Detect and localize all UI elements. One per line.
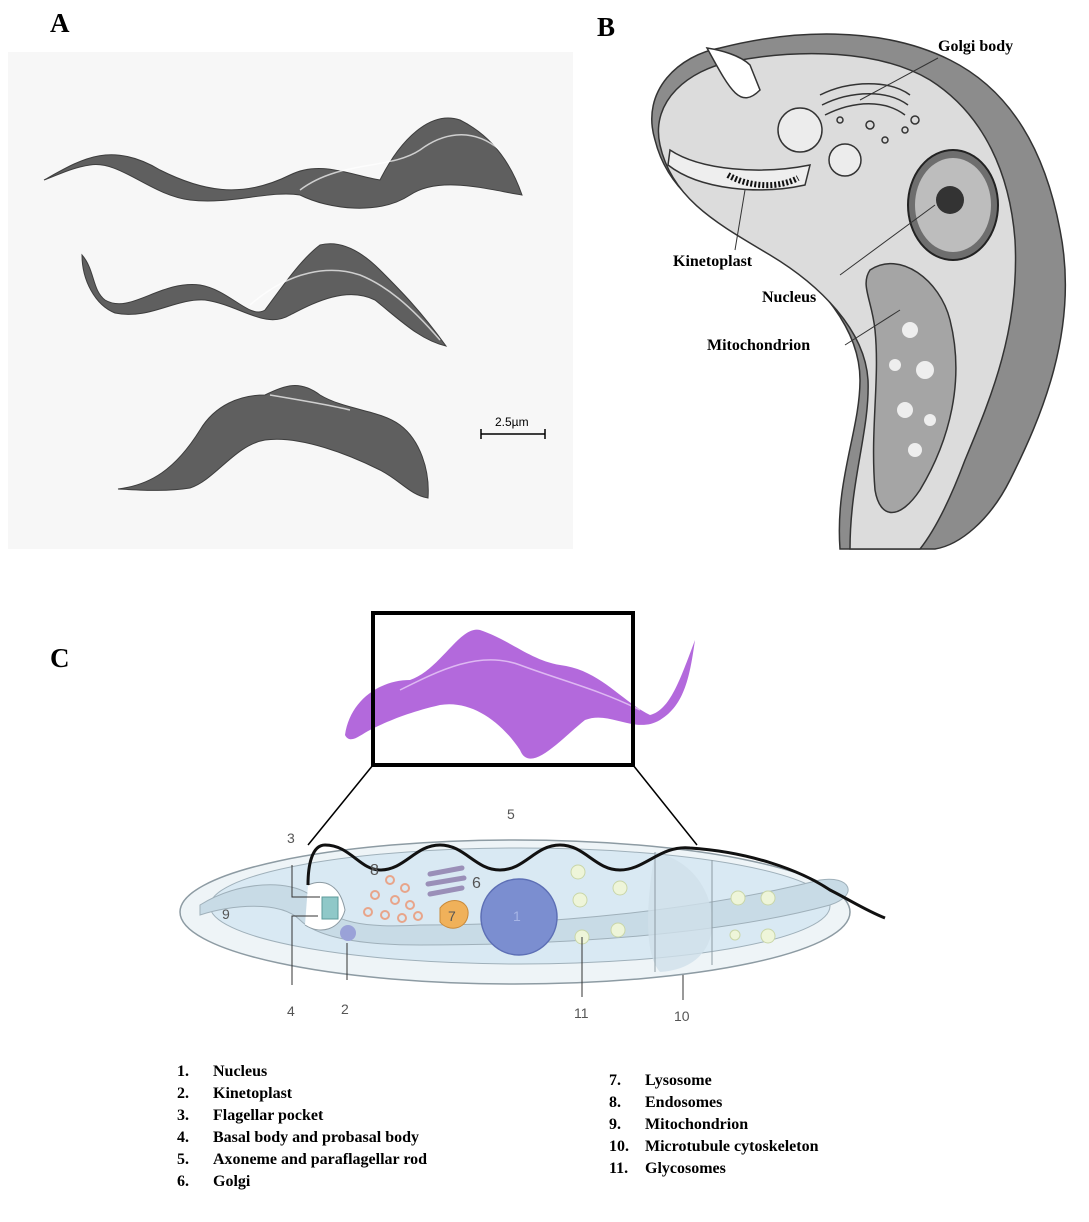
legend-item-6: 6.Golgi bbox=[177, 1173, 250, 1191]
legend-item-11: 11.Glycosomes bbox=[609, 1160, 726, 1178]
diagram-number-7: 7 bbox=[448, 908, 456, 924]
legend-item-8: 8.Endosomes bbox=[609, 1094, 722, 1112]
cell-schematic bbox=[180, 840, 885, 1000]
diagram-number-6: 6 bbox=[472, 875, 481, 893]
stained-trypanosome bbox=[345, 630, 695, 759]
diagram-number-5: 5 bbox=[507, 806, 515, 822]
legend-item-7: 7.Lysosome bbox=[609, 1072, 712, 1090]
legend-item-10: 10.Microtubule cytoskeleton bbox=[609, 1138, 818, 1156]
diagram-number-1: 1 bbox=[513, 908, 521, 924]
legend-item-3: 3.Flagellar pocket bbox=[177, 1107, 323, 1125]
legend-item-5: 5.Axoneme and paraflagellar rod bbox=[177, 1151, 427, 1169]
legend-item-1: 1.Nucleus bbox=[177, 1063, 267, 1081]
diagram-number-4: 4 bbox=[287, 1003, 295, 1019]
legend-item-2: 2.Kinetoplast bbox=[177, 1085, 292, 1103]
legend-item-9: 9.Mitochondrion bbox=[609, 1116, 748, 1134]
diagram-number-10: 10 bbox=[674, 1008, 690, 1024]
diagram-number-3: 3 bbox=[287, 830, 295, 846]
diagram-number-9: 9 bbox=[222, 906, 230, 922]
legend-item-4: 4.Basal body and probasal body bbox=[177, 1129, 419, 1147]
diagram-number-8: 8 bbox=[370, 862, 379, 880]
diagram-number-11: 11 bbox=[574, 1005, 589, 1021]
diagram-number-2: 2 bbox=[341, 1001, 349, 1017]
